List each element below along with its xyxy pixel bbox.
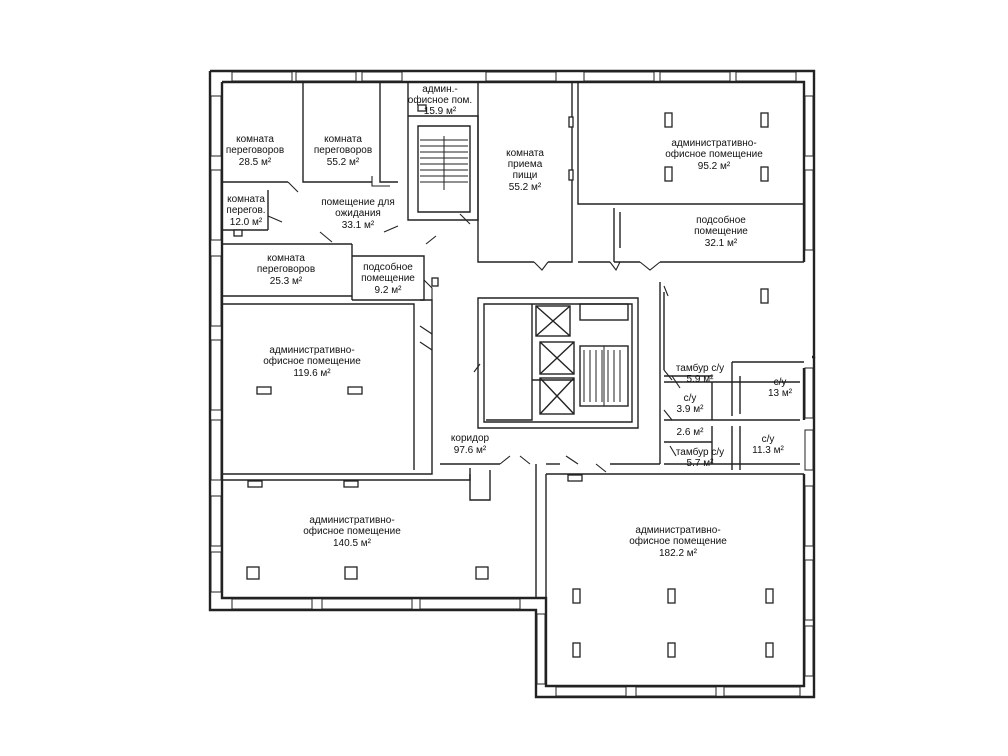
small-room-area: 2.6 м² <box>677 427 705 438</box>
exterior-walls <box>208 69 816 699</box>
structural-columns <box>233 104 774 658</box>
top-stairwell <box>420 136 468 190</box>
windows <box>210 71 814 697</box>
central-core <box>477 297 639 429</box>
interior-walls <box>222 82 804 598</box>
admin-office-label: админ.-офисное пом.15.9 м² <box>408 84 472 117</box>
doors <box>267 176 681 473</box>
